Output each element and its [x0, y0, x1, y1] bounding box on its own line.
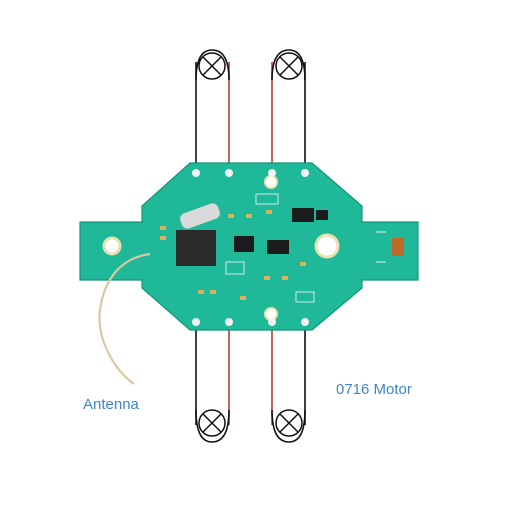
pcb-board	[79, 162, 419, 331]
motor-symbol-top-left	[198, 52, 226, 80]
antenna-wire	[98, 252, 151, 385]
motor-wires-bottom-left	[195, 325, 230, 443]
motor-symbol-top-right	[275, 52, 303, 80]
motor-symbol-bottom-left	[198, 409, 226, 437]
motor-label: 0716 Motor	[336, 381, 412, 398]
motor-wires-top-right	[271, 49, 306, 168]
motor-wires-bottom-right	[271, 325, 306, 443]
motor-wires-top-left	[195, 49, 230, 168]
antenna-label: Antenna	[83, 396, 139, 413]
motor-symbol-bottom-right	[275, 409, 303, 437]
